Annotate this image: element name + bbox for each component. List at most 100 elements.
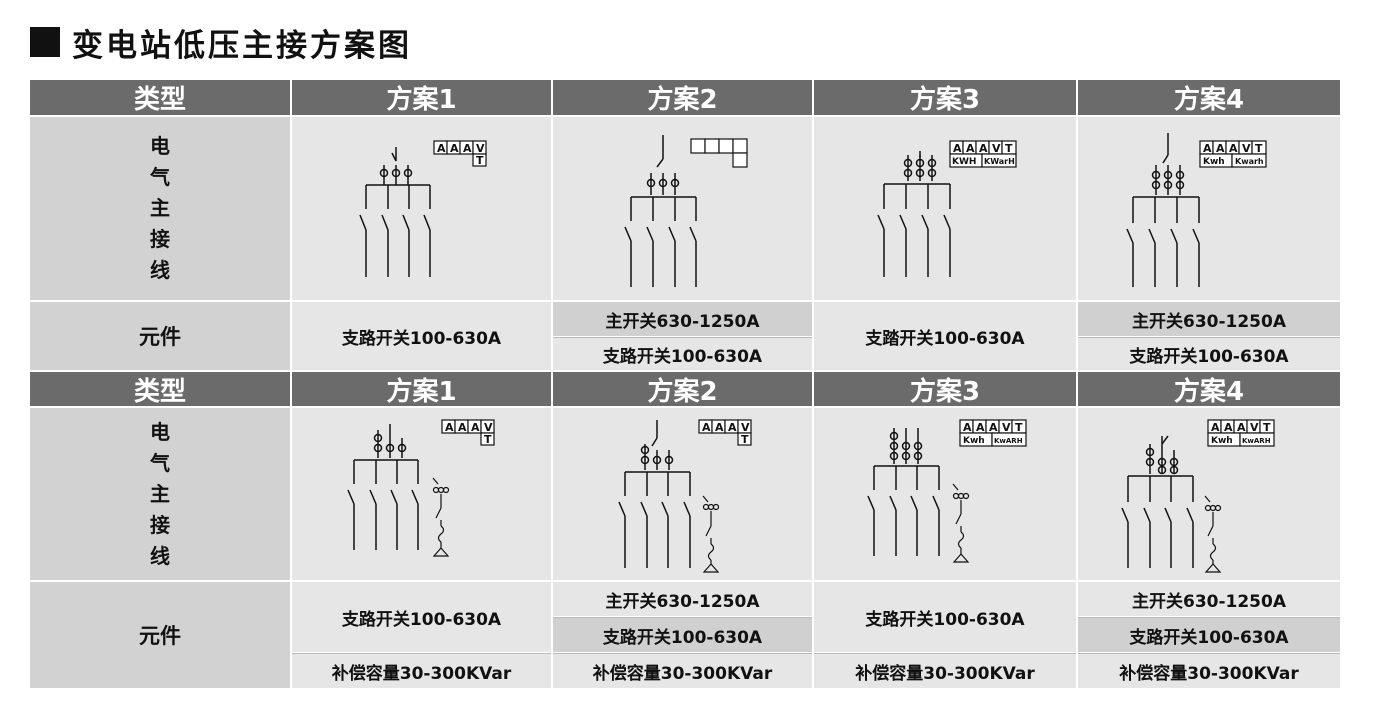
meter-box-2 [690,138,748,168]
diagram-label-char: 气 [150,450,170,475]
meter-label: A [1203,142,1212,155]
wiring-diagram-6: A A A V T [553,408,812,580]
scheme-header-3: 方案3 [814,372,1076,407]
components-row-label: 元件 [30,302,290,370]
meter-label: T [1005,142,1013,155]
meter-label: T [476,154,484,167]
meter-label: V [992,142,1001,155]
meter-label: KwARH [1242,437,1271,445]
meter-label: A [471,421,480,434]
component-text: 主开关630-1250A [1078,582,1340,616]
wiring-diagram-8: A A A V T Kwh KwARH [1078,408,1340,580]
diagram-label-char: 线 [150,543,170,568]
diagram-label-char: 电 [150,419,170,444]
component-text: 支路开关100-630A [1078,617,1340,652]
wiring-diagram-1: A A A V T [292,117,551,300]
meter-label: V [1250,421,1259,434]
diagram-label-char: 电 [150,134,170,158]
meter-label: T [1263,421,1271,434]
diagram-label-char: 接 [150,512,170,537]
meter-label: KWH [952,157,976,167]
meter-label: A [1216,142,1225,155]
type-header: 类型 [30,80,290,115]
meter-label: A [966,142,975,155]
meter-label: A [963,421,972,434]
meter-label: A [979,142,988,155]
meter-label: KwARH [994,437,1023,445]
component-text: 补偿容量30-300KVar [292,653,551,688]
meter-box-6: A A A V T [698,419,752,446]
meter-label: A [1237,421,1246,434]
meter-label: T [741,433,749,446]
diagram-row-label: 电 气 主 接 线 [30,117,290,300]
components-row-label: 元件 [30,582,290,688]
meter-label: A [989,421,998,434]
component-text: 支路开关100-630A [1078,337,1340,370]
diagram-label-char: 线 [150,258,170,282]
capacitor-branch [432,477,450,557]
component-text: 补偿容量30-300KVar [814,653,1076,688]
meter-label: Kwh [1203,157,1225,167]
page-title: 变电站低压主接方案图 [72,27,412,64]
meter-box-4: A A A V T Kwh Kwarh [1199,140,1267,168]
capacitor-branch [702,495,720,573]
scheme-header-4: 方案4 [1078,372,1340,407]
title-square-icon [30,27,60,57]
meter-box-7: A A A V T Kwh KwARH [959,419,1027,447]
type-header: 类型 [30,372,290,407]
meter-label: A [702,421,711,434]
meter-label: T [484,433,492,446]
meter-label: V [484,421,493,434]
meter-box-8: A A A V T Kwh KwARH [1207,419,1275,447]
meter-label: V [476,142,485,155]
wiring-diagram-7: A A A V T Kwh KwARH [814,408,1076,580]
wiring-diagram-2 [553,117,812,300]
component-text: 补偿容量30-300KVar [553,653,812,688]
wiring-diagram-3: A A A V T KWH KWarH [814,117,1076,300]
meter-box-1: A A A V T [433,140,487,167]
meter-label: A [445,421,454,434]
meter-label: V [1002,421,1011,434]
component-text: 支路开关100-630A [553,337,812,370]
meter-label: V [1242,142,1251,155]
diagram-row-label: 电 气 主 接 线 [30,408,290,580]
wiring-diagram-5: A A A V T [292,408,551,580]
component-text: 支路开关100-630A [292,582,551,652]
meter-label: T [1255,142,1263,155]
meter-label: A [728,421,737,434]
component-text: 支路开关100-630A [553,617,812,652]
component-text: 补偿容量30-300KVar [1078,653,1340,688]
component-text: 主开关630-1250A [1078,302,1340,336]
meter-label: A [463,142,472,155]
component-text: 主开关630-1250A [553,302,812,336]
component-text: 支踏开关100-630A [814,302,1076,370]
meter-label: T [1015,421,1023,434]
component-text: 支路开关100-630A [292,302,551,370]
component-text: 主开关630-1250A [553,582,812,616]
meter-box-3: A A A V T KWH KWarH [949,140,1017,168]
scheme-header-2: 方案2 [553,80,812,115]
diagram-label-char: 主 [150,481,170,506]
diagram-label-char: 主 [150,196,170,220]
component-text: 支路开关100-630A [814,582,1076,652]
meter-label: KWarH [984,157,1015,166]
meter-label: A [1229,142,1238,155]
scheme-header-4: 方案4 [1078,80,1340,115]
capacitor-branch [1204,495,1222,573]
page-title-row: 变电站低压主接方案图 [30,22,412,64]
meter-label: A [1211,421,1220,434]
meter-label: Kwh [963,436,985,446]
capacitor-branch [952,483,970,563]
scheme-header-2: 方案2 [553,372,812,407]
meter-label: Kwarh [1235,157,1264,166]
diagram-label-char: 接 [150,227,170,251]
wiring-diagram-4: A A A V T Kwh Kwarh [1078,117,1340,300]
meter-label: A [458,421,467,434]
meter-label: V [741,421,750,434]
scheme-header-3: 方案3 [814,80,1076,115]
meter-box-5: A A A V T [441,419,495,446]
scheme-header-1: 方案1 [292,372,551,407]
meter-label: A [715,421,724,434]
meter-label: A [450,142,459,155]
meter-label: A [1224,421,1233,434]
